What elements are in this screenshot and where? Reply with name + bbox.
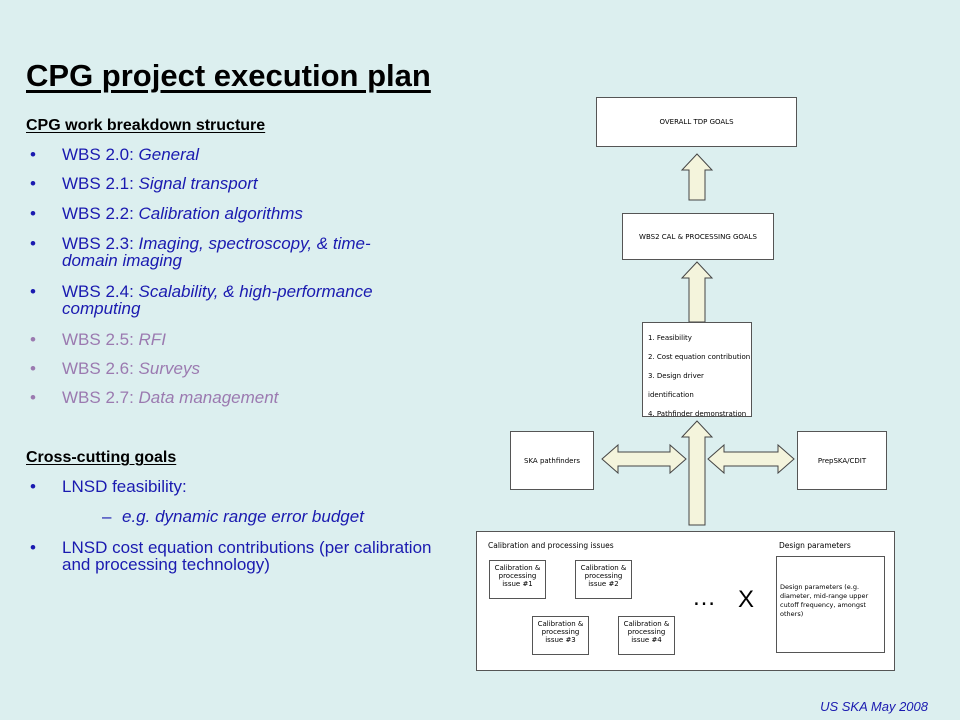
overall-goals-box: OVERALL TDP GOALS (596, 97, 797, 147)
design-heading: Design parameters (779, 541, 851, 550)
bullet-dot: • (30, 359, 36, 378)
cross-item: • LNSD feasibility: (30, 477, 187, 496)
step-item: 1. Feasibility (648, 334, 692, 342)
step-item: 3. Design driver identification (648, 372, 704, 399)
issue-box: Calibration & processing issue #1 (489, 560, 546, 599)
wbs-item: • WBS 2.0: General (30, 145, 200, 164)
wbs-item: • WBS 2.7: Data management (30, 388, 279, 407)
wbs-item: • WBS 2.5: RFI (30, 330, 166, 349)
bullet-dot: • (30, 234, 36, 253)
arrow-left-right-left (601, 443, 687, 475)
arrow-up-to-steps (680, 420, 714, 526)
arrow-up-to-wbs2 (680, 261, 714, 323)
wbs-item: • WBS 2.1: Signal transport (30, 174, 258, 193)
wbs-item: • WBS 2.6: Surveys (30, 359, 200, 378)
bullet-dot: • (30, 538, 36, 557)
bullet-dot: • (30, 204, 36, 223)
bullet-dot: • (30, 174, 36, 193)
wbs-heading: CPG work breakdown structure (26, 117, 266, 134)
bullet-dot: • (30, 388, 36, 407)
arrow-left-right-right (707, 443, 795, 475)
arrow-up-to-overall (680, 153, 714, 201)
design-parameters-box: Design parameters (e.g. diameter, mid-ra… (776, 556, 885, 653)
cross-item: • LNSD cost equation contributions (per … (30, 538, 432, 574)
ellipsis-mark: … (692, 584, 716, 611)
wbs-item: • WBS 2.2: Calibration algorithms (30, 204, 303, 223)
bullet-dot: • (30, 145, 36, 164)
wbs-item: • WBS 2.3: Imaging, spectroscopy, & time… (30, 234, 371, 270)
bullet-dot: • (30, 282, 36, 301)
wbs2-goals-box: WBS2 CAL & PROCESSING GOALS (622, 213, 774, 260)
prepska-box: PrepSKA/CDIT (797, 431, 887, 490)
issue-box: Calibration & processing issue #3 (532, 616, 589, 655)
slide-title: CPG project execution plan (26, 58, 431, 93)
steps-box: 1. Feasibility 2. Cost equation contribu… (642, 322, 752, 418)
cross-cutting-heading: Cross-cutting goals (26, 449, 177, 466)
wbs-item: • WBS 2.4: Scalability, & high-performan… (30, 282, 373, 318)
step-item: 4. Pathfinder demonstration (648, 410, 747, 418)
bullet-dot: • (30, 330, 36, 349)
cross-mark: X (738, 586, 755, 613)
bullet-dot: • (30, 477, 36, 496)
ska-pathfinders-box: SKA pathfinders (510, 431, 594, 490)
cross-sub-item: – e.g. dynamic range error budget (102, 507, 364, 526)
cal-heading: Calibration and processing issues (488, 541, 614, 550)
step-item: 2. Cost equation contribution (648, 353, 751, 361)
issue-box: Calibration & processing issue #4 (618, 616, 675, 655)
issue-box: Calibration & processing issue #2 (575, 560, 632, 599)
dash-marker: – (102, 507, 112, 526)
footer-text: US SKA May 2008 (820, 699, 928, 714)
